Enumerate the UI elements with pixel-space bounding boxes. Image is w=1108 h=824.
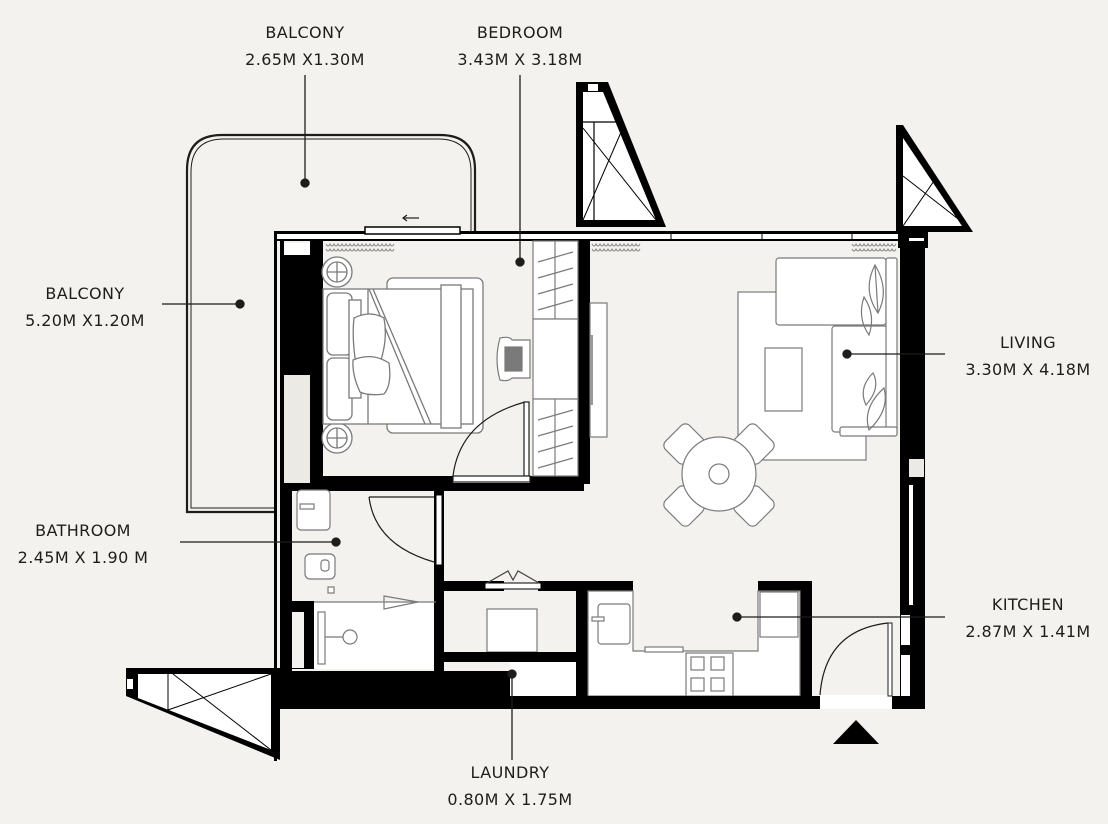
fridge [759, 591, 799, 638]
washbasin [296, 489, 331, 531]
room-dimensions: 2.87M X 1.41M [965, 622, 1091, 641]
room-dimensions: 3.30M X 4.18M [965, 360, 1091, 379]
label-living: LIVING 3.30M X 4.18M [948, 329, 1108, 383]
bedroom-door [452, 401, 531, 483]
arrow-left-icon [402, 214, 419, 222]
bedroom [321, 240, 590, 484]
bathroom [284, 489, 444, 671]
room-name: KITCHEN [991, 595, 1065, 614]
room-name: BEDROOM [476, 23, 564, 42]
room-name: BALCONY [45, 284, 125, 303]
label-balcony-top: BALCONY 2.65M X1.30M [225, 19, 385, 73]
label-bathroom: BATHROOM 2.45M X 1.90 M [0, 517, 166, 571]
bottom-wall [275, 622, 912, 709]
room-name: BATHROOM [35, 521, 131, 540]
label-laundry: LAUNDRY 0.80M X 1.75M [430, 759, 590, 813]
sink [597, 603, 631, 645]
label-bedroom: BEDROOM 3.43M X 3.18M [440, 19, 600, 73]
room-dimensions: 2.65M X1.30M [245, 50, 365, 69]
sliding-door [364, 226, 461, 235]
washing-machine [486, 608, 538, 653]
dining-set [663, 423, 775, 527]
coffee-table [764, 347, 803, 412]
room-dimensions: 0.80M X 1.75M [447, 790, 573, 809]
window-wedge-bottom-left [126, 668, 280, 761]
kitchen [587, 581, 812, 709]
balcony-outline [185, 133, 477, 514]
entrance-door [819, 622, 889, 696]
leader-lines [162, 75, 945, 760]
room-name: LIVING [999, 333, 1057, 352]
window-wedge-top-right [896, 125, 973, 248]
tv-unit [589, 302, 608, 438]
toilet [304, 553, 336, 580]
shower [317, 611, 326, 665]
label-balcony-left: BALCONY 5.20M X1.20M [5, 280, 165, 334]
desk-chair [496, 336, 531, 382]
left-wall [274, 231, 584, 671]
room-dimensions: 3.43M X 3.18M [457, 50, 583, 69]
label-kitchen: KITCHEN 2.87M X 1.41M [948, 591, 1108, 645]
living-room [589, 242, 898, 527]
room-name: LAUNDRY [470, 763, 550, 782]
triangle-up-icon [833, 720, 879, 744]
right-wall [900, 241, 925, 709]
room-dimensions: 2.45M X 1.90 M [17, 548, 149, 567]
window-wedge-top-left [576, 82, 666, 227]
bathroom-door [368, 496, 435, 563]
laundry [444, 570, 588, 706]
room-dimensions: 5.20M X1.20M [25, 311, 145, 330]
sofa [775, 257, 898, 437]
bed [322, 277, 484, 434]
room-name: BALCONY [265, 23, 345, 42]
wardrobe [532, 240, 579, 477]
top-wall [275, 226, 900, 241]
